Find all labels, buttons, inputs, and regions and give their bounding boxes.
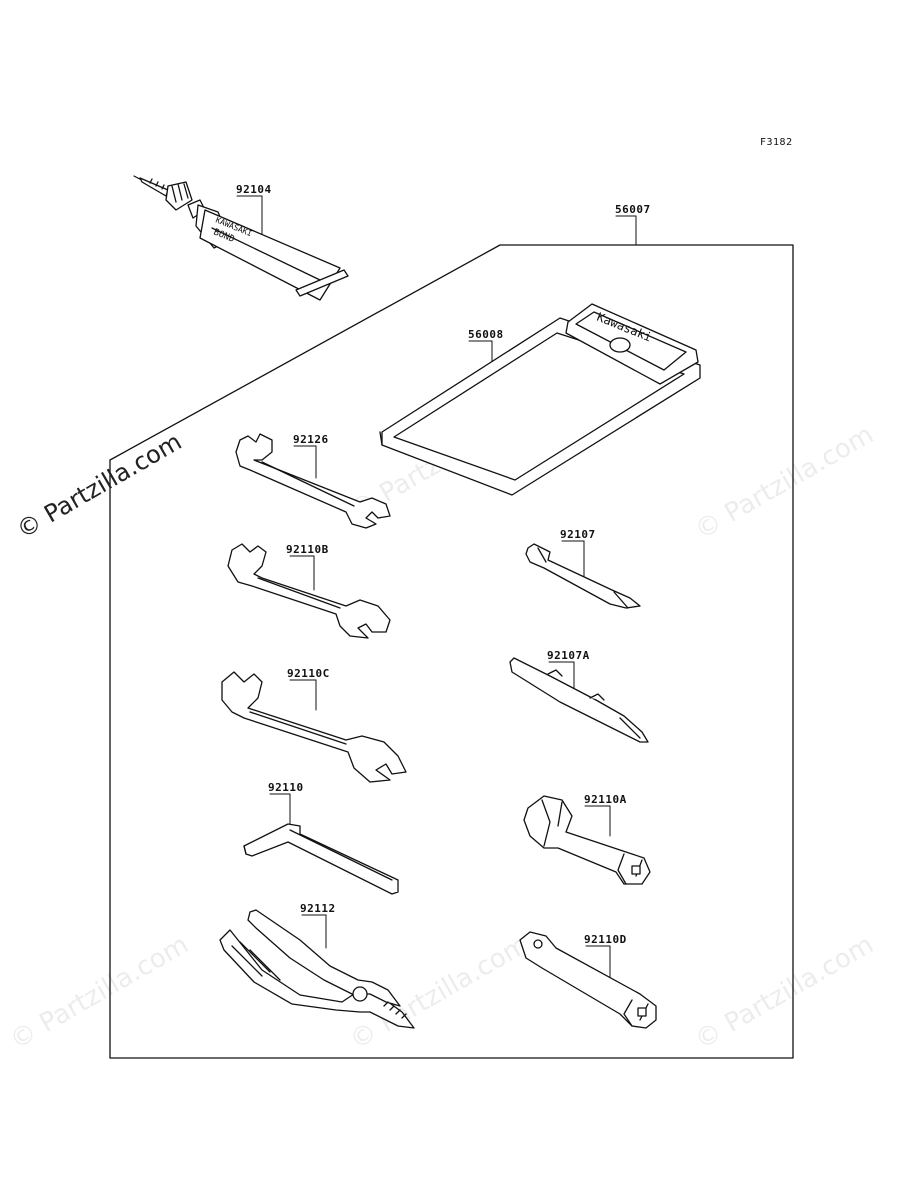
label-92110a: 92110A <box>584 793 627 806</box>
kit-frame <box>109 244 794 1059</box>
label-92112: 92112 <box>300 902 336 915</box>
wrench-92110c-icon <box>221 671 407 783</box>
screwdriver-92107a-icon <box>509 657 649 743</box>
tool-bag-icon: Kawasaki <box>379 303 701 496</box>
wrench-92110b-icon <box>227 543 391 639</box>
pliers-icon <box>219 909 415 1029</box>
socket-wrench-icon <box>519 931 657 1029</box>
label-92110c: 92110C <box>287 667 330 680</box>
wrench-92126-icon <box>235 433 391 529</box>
label-92107: 92107 <box>560 528 596 541</box>
label-92107a: 92107A <box>547 649 590 662</box>
label-56008: 56008 <box>468 328 504 341</box>
label-92104: 92104 <box>236 183 272 196</box>
leader-lines <box>236 195 637 981</box>
figure-code: F3182 <box>760 137 793 148</box>
label-56007: 56007 <box>615 203 651 216</box>
label-92110b: 92110B <box>286 543 329 556</box>
plug-wrench-icon <box>523 795 651 885</box>
hex-key-icon <box>243 823 399 895</box>
screwdriver-92107-icon <box>525 543 641 609</box>
label-92126: 92126 <box>293 433 329 446</box>
label-92110d: 92110D <box>584 933 627 946</box>
label-92110: 92110 <box>268 781 304 794</box>
